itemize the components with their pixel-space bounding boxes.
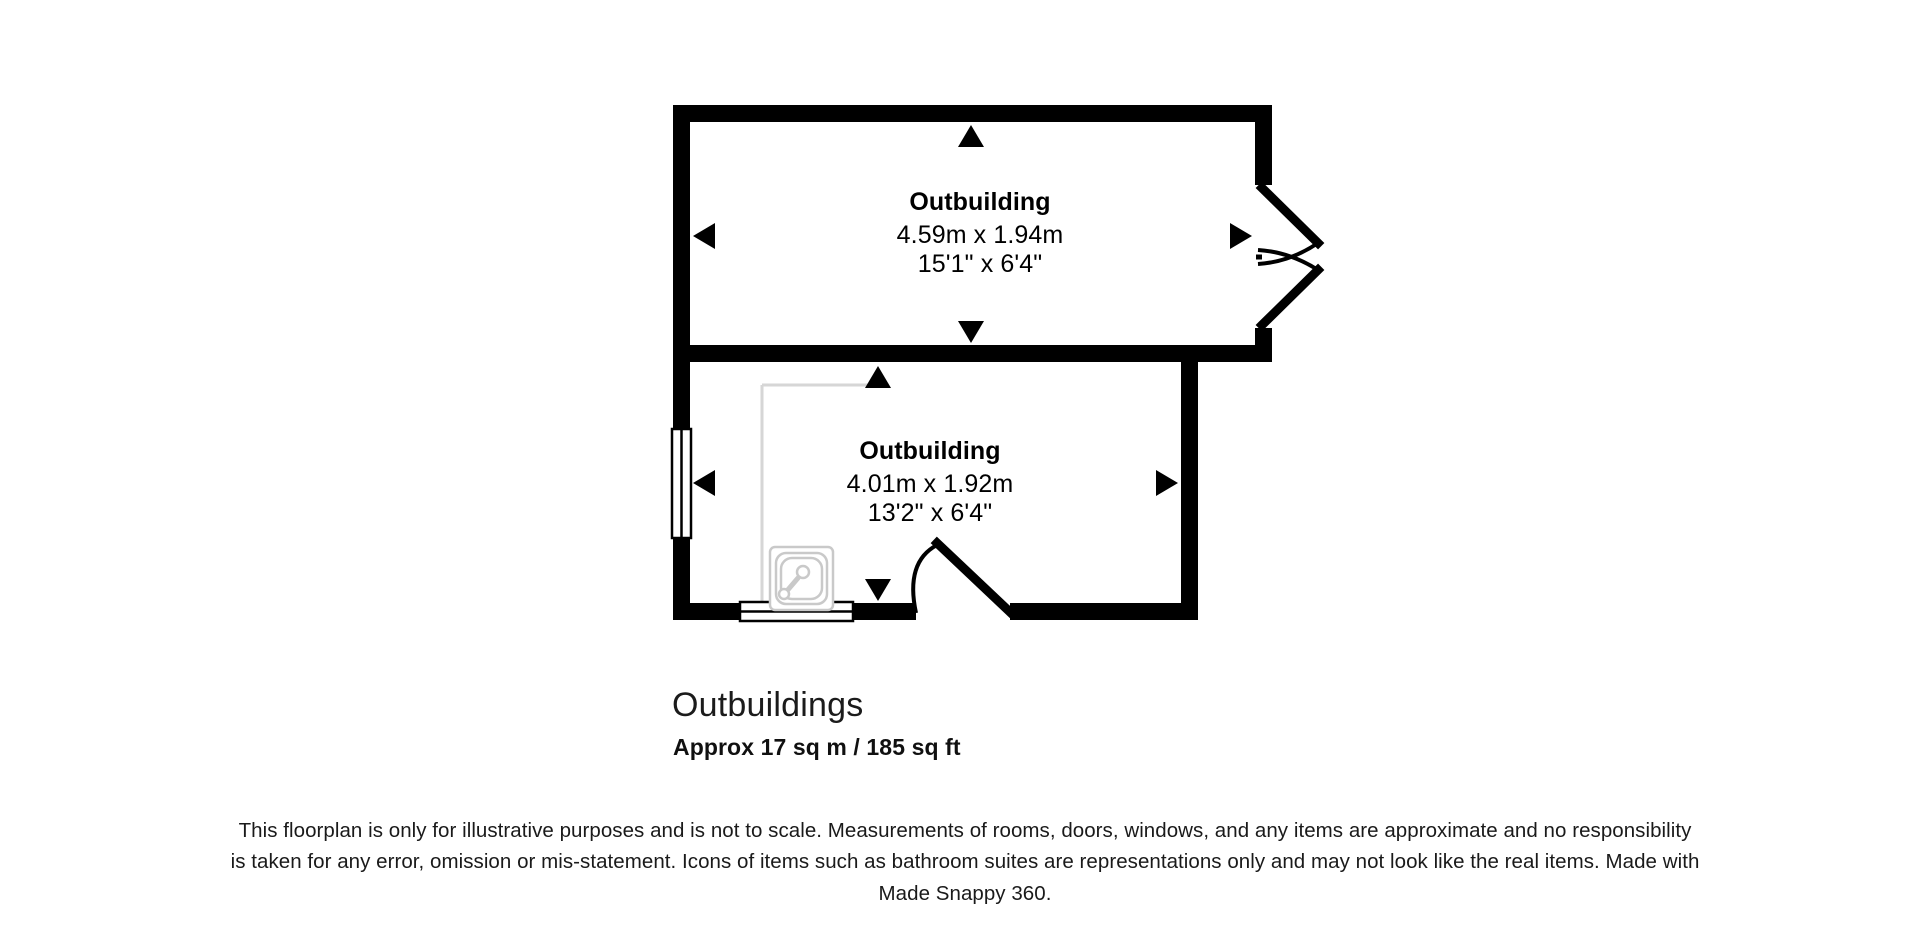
floorplan-caption: Outbuildings Approx 17 sq m / 185 sq ft	[672, 686, 1372, 761]
left-window-symbol	[670, 427, 693, 540]
dimension-arrow-left	[693, 470, 715, 496]
shower-tray-icon	[768, 545, 835, 612]
dimension-arrow-up	[865, 366, 891, 388]
room-dimensions-metric-upper: 4.59m x 1.94m	[896, 220, 1064, 249]
dimension-arrow-down	[958, 321, 984, 343]
upper-room-dimension-arrows	[693, 125, 1252, 343]
internal-partition-line	[760, 383, 873, 603]
dimension-arrow-right	[1230, 223, 1252, 249]
room-name-upper: Outbuilding	[909, 188, 1051, 216]
upper-room-walls	[673, 105, 1272, 362]
disclaimer-text: This floorplan is only for illustrative …	[230, 819, 1700, 905]
room-dimensions-metric-lower: 4.01m x 1.92m	[846, 469, 1014, 498]
swing-door-symbol[interactable]	[911, 536, 1017, 619]
room-dimensions-imperial-upper: 15'1" x 6'4"	[917, 250, 1043, 278]
room-dimensions-imperial-lower: 13'2" x 6'4"	[867, 499, 993, 527]
dimension-arrow-left	[693, 223, 715, 249]
french-door-symbol[interactable]	[1255, 181, 1325, 332]
plan-title: Outbuildings	[672, 686, 864, 724]
dimension-arrow-down	[865, 579, 891, 601]
dimension-arrow-right	[1156, 470, 1178, 496]
dimension-arrow-up	[958, 125, 984, 147]
room-name-lower: Outbuilding	[859, 437, 1001, 465]
lower-room-walls	[673, 362, 1198, 620]
lower-room-dimension-arrows	[693, 366, 1178, 601]
plan-area-summary: Approx 17 sq m / 185 sq ft	[673, 734, 961, 761]
room-label-lower: Outbuilding 4.01m x 1.92m 13'2" x 6'4"	[720, 437, 1140, 529]
room-label-upper: Outbuilding 4.59m x 1.94m 15'1" x 6'4"	[770, 188, 1190, 280]
